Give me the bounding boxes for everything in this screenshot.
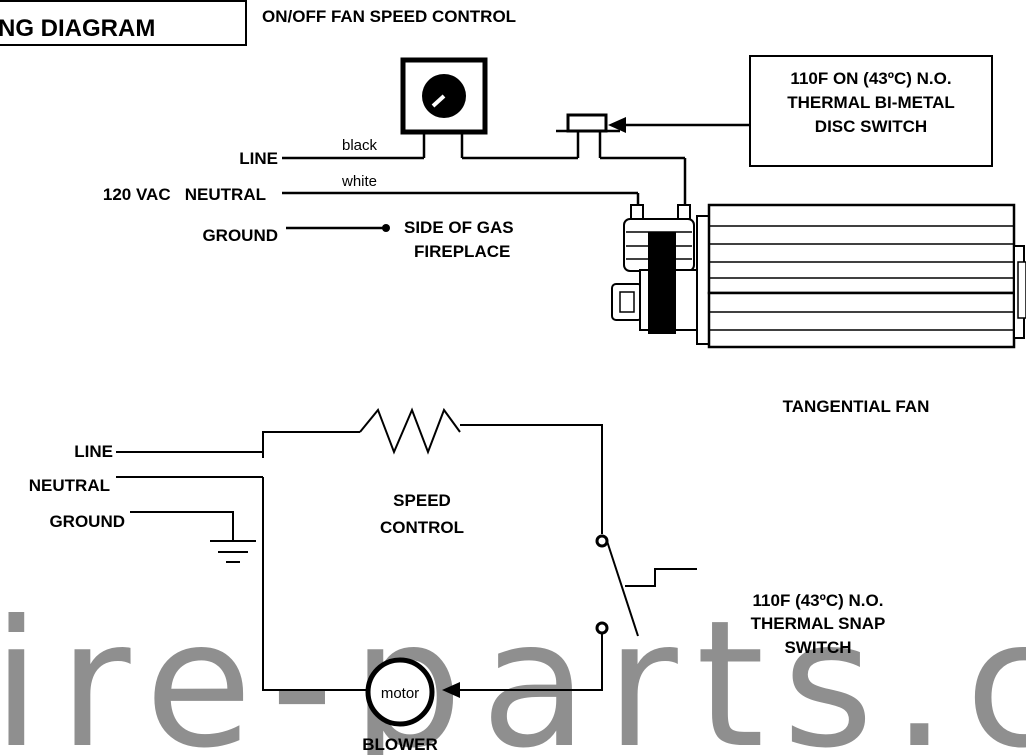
switch-to-motor-wire [458, 634, 603, 691]
disc-switch [566, 113, 608, 133]
snap-switch-actuator [625, 568, 697, 587]
ground-terminal-icon [382, 224, 390, 232]
disc-switch-callout-box [749, 55, 993, 167]
neutral-label-top: 120 VAC NEUTRAL [103, 185, 266, 204]
snap-switch-label-1: 110F (43ºC) N.O. [753, 591, 884, 610]
ground-wire-bottom [130, 511, 234, 541]
neutral-to-motor-wire [262, 477, 368, 691]
disc-pointer-arrow-icon [608, 117, 626, 133]
line-feed-wire [262, 431, 360, 458]
snap-switch-label-2: THERMAL SNAP [751, 614, 886, 633]
fireplace-label-1: SIDE OF GAS [404, 218, 514, 237]
snap-switch-contact-top [595, 534, 609, 548]
page-title: NG DIAGRAM [0, 15, 155, 42]
ground-label-bottom: GROUND [49, 512, 125, 531]
white-wire-label: white [341, 173, 377, 190]
knob-indicator [431, 94, 446, 108]
speed-control-label-2: CONTROL [380, 518, 464, 537]
title-box [0, 0, 247, 46]
snap-switch-label-3: SWITCH [784, 638, 851, 657]
disc-switch-line-3: DISC SWITCH [815, 117, 927, 136]
snap-switch-blade [605, 537, 639, 637]
motor-pointer-arrow-icon [442, 682, 460, 698]
speed-control-resistor-icon [359, 407, 461, 455]
fireplace-label-2: FIREPLACE [414, 242, 510, 261]
tangential-fan-icon [611, 203, 1026, 349]
ground-label-top: GROUND [202, 226, 278, 245]
watermark: ire-parts.co [0, 584, 1026, 755]
line-label-top: LINE [239, 149, 278, 168]
blower-label: BLOWER [362, 735, 438, 754]
disc-switch-line-1: 110F ON (43ºC) N.O. [790, 69, 951, 88]
disc-switch-line-2: THERMAL BI-METAL [787, 93, 954, 112]
speed-control-label-1: SPEED [393, 491, 451, 510]
line-label-bottom: LINE [74, 442, 113, 461]
snap-switch-contact-bottom [595, 621, 609, 635]
resistor-to-switch-wire [460, 424, 603, 534]
blower-motor-icon [365, 657, 435, 727]
neutral-label-bottom: NEUTRAL [29, 476, 110, 495]
black-wire-label: black [342, 137, 378, 154]
speed-control-title: ON/OFF FAN SPEED CONTROL [262, 7, 516, 26]
tangential-fan-label: TANGENTIAL FAN [783, 397, 930, 416]
motor-label: motor [381, 685, 419, 702]
